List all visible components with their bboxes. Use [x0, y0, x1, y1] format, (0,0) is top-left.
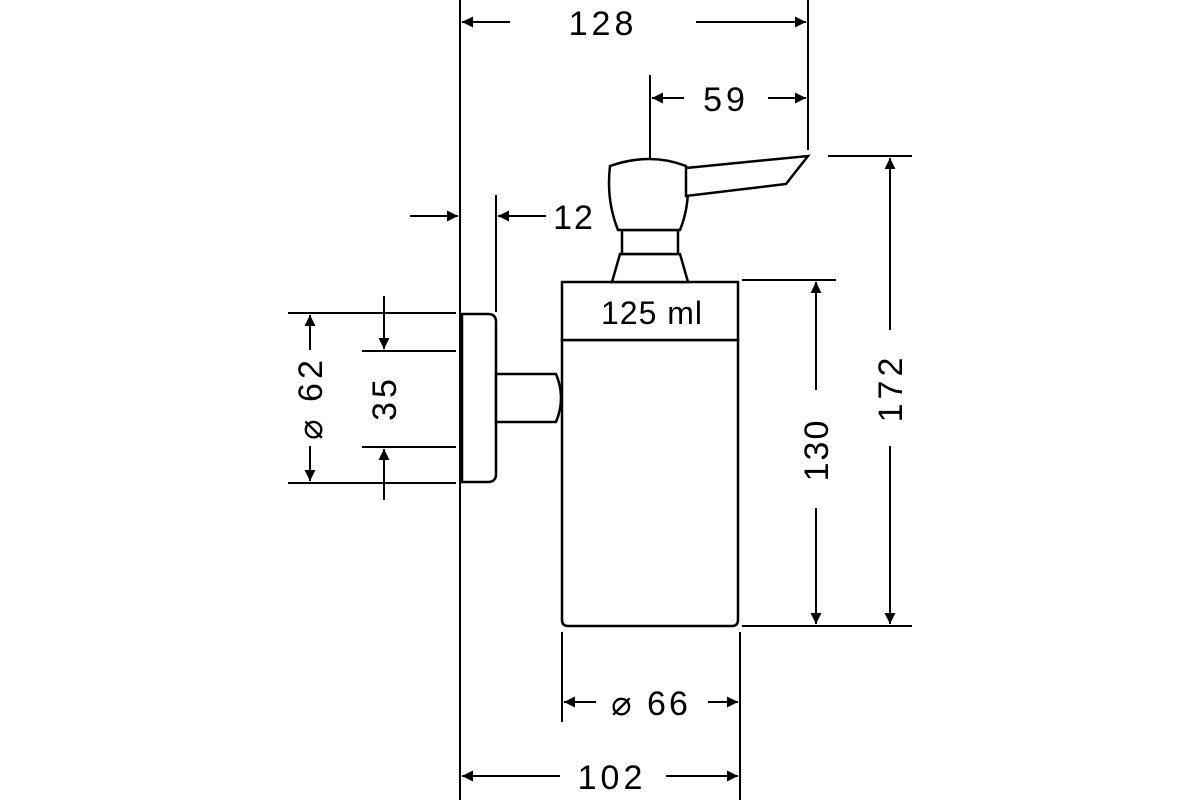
container-body: [560, 338, 740, 628]
dim-label-bottom-width: 102: [578, 759, 647, 797]
pump-neck: [610, 252, 690, 284]
dim-label-container-diameter: ⌀ 66: [611, 685, 691, 723]
dim-label-capacity: 125 ml: [601, 295, 703, 331]
pump-stem: [620, 228, 680, 256]
pump-head: [607, 157, 690, 232]
wall-rosette: [460, 312, 498, 484]
dim-label-spout-reach: 59: [703, 81, 749, 119]
dimension-lines: [304, 16, 896, 782]
wall-arm: [494, 372, 563, 424]
dim-label-wall-offset: 12: [553, 199, 595, 237]
dim-label-rosette-diameter: ⌀ 62: [292, 356, 330, 440]
dimension-labels: 128 59 12 125 ml ⌀ 62 35 130 172 ⌀ 66 10…: [292, 5, 910, 797]
pump-spout: [684, 154, 811, 198]
dim-label-container-height: 130: [798, 419, 836, 482]
extension-lines: [288, 0, 912, 800]
dim-label-top-width: 128: [569, 5, 638, 43]
dim-label-total-height: 172: [872, 354, 910, 423]
soap-dispenser-outline: [460, 154, 811, 628]
dim-label-rosette-center: 35: [366, 375, 404, 421]
